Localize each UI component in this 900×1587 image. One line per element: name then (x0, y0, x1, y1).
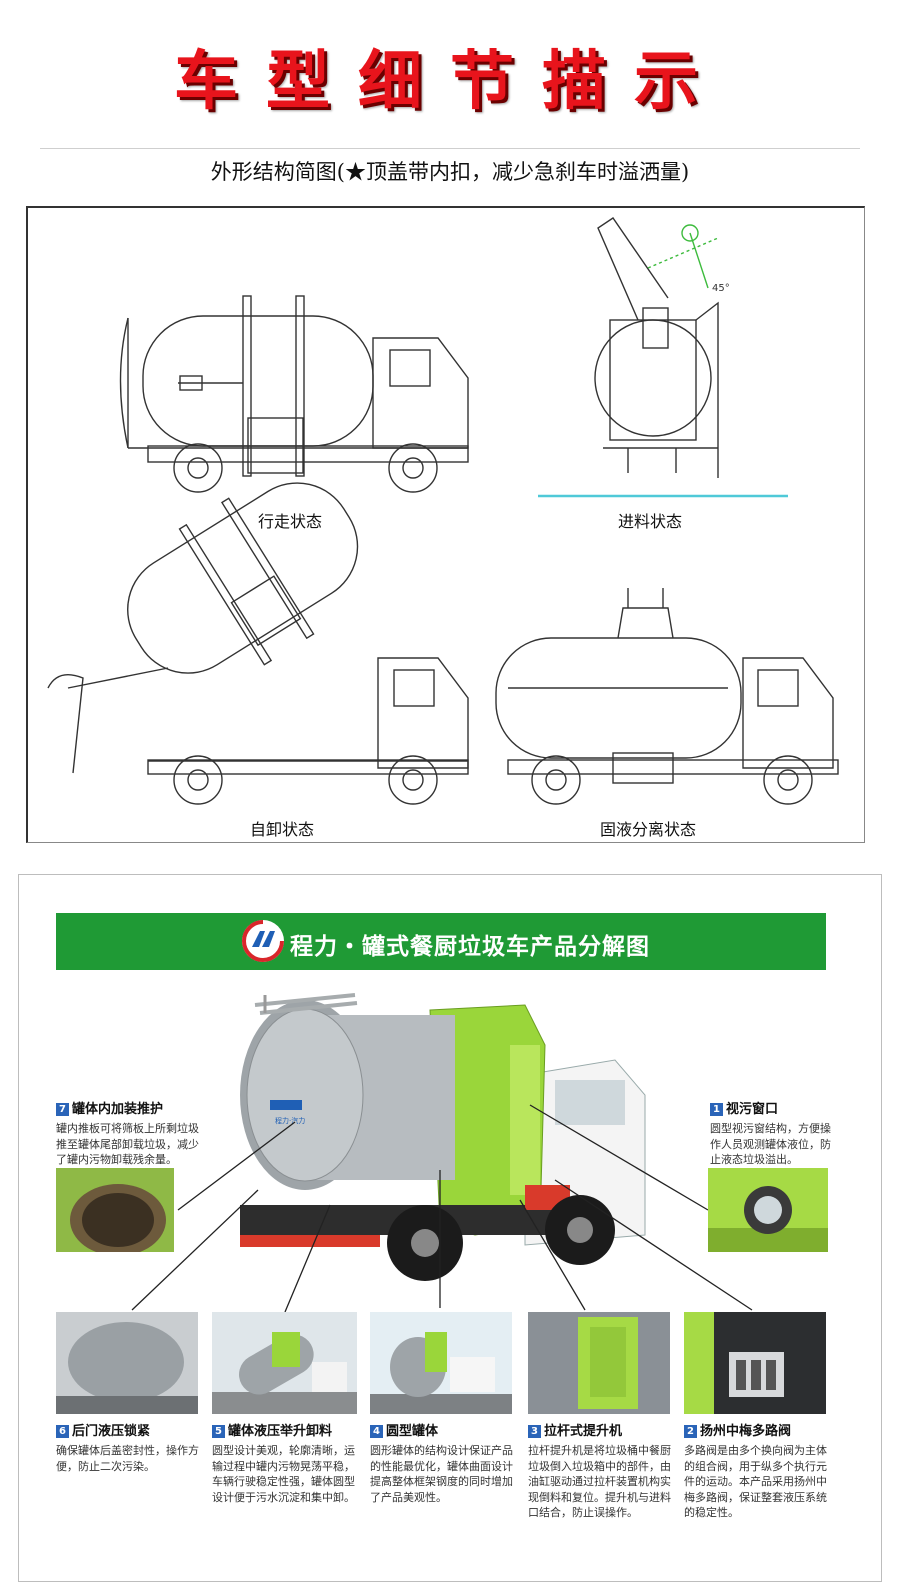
feature-6-desc: 确保罐体后盖密封性，操作方便，防止二次污染。 (56, 1444, 199, 1473)
divider (40, 148, 860, 149)
caption-feeding: 进料状态 (618, 512, 683, 531)
feeding-state-drawing (538, 217, 788, 498)
feature-7-photo (56, 1168, 174, 1252)
garbage-truck-illustration: 程力·汽力 (240, 993, 646, 1281)
banner-title: 程力・罐式餐厨垃圾车产品分解图 (290, 934, 650, 960)
feature-1-photo (708, 1168, 828, 1252)
caption-separation: 固液分离状态 (600, 820, 697, 839)
feature-7-badge: 7 (56, 1103, 69, 1116)
product-banner (56, 913, 826, 970)
chengli-logo-icon (242, 920, 284, 962)
page-title: 车型细节描示 (174, 45, 726, 119)
travel-state-drawing (119, 295, 469, 493)
caption-dump: 自卸状态 (250, 820, 315, 839)
separation-state-drawing (495, 588, 839, 805)
feature-2-badge: 2 (684, 1425, 697, 1438)
feature-2-photo (684, 1312, 826, 1414)
feature-4-desc: 圆形罐体的结构设计保证产品的性能最优化，罐体曲面设计提高整体框架钢度的同时增加了… (370, 1444, 513, 1504)
feature-3-badge: 3 (528, 1425, 541, 1438)
feature-3-desc: 拉杆提升机是将垃圾桶中餐厨垃圾倒入垃圾箱中的部件，由油缸驱动通过拉杆装置机构实现… (528, 1444, 671, 1519)
structure-diagram: 行走状态 进料状态 自卸状态 固液分离状态 45° (26, 206, 865, 843)
feature-4-photo (370, 1312, 512, 1414)
feature-1-desc: 圆型视污窗结构，方便操作人员观测罐体液位，防止液态垃圾溢出。 (710, 1122, 831, 1166)
diagram-subtitle: 外形结构简图(★顶盖带内扣，减少急刹车时溢洒量) (210, 160, 690, 184)
feature-6-photo (56, 1312, 198, 1414)
tank-marking: 程力·汽力 (275, 1116, 305, 1125)
feature-2-desc: 多路阀是由多个换向阀为主体的组合阀，用于纵多个执行元件的运动。本产品采用扬州中梅… (684, 1444, 827, 1519)
feature-4-badge: 4 (370, 1425, 383, 1438)
truck-line-drawings (47, 217, 839, 805)
feature-5-photo (212, 1312, 357, 1414)
angle-label: 45° (712, 283, 730, 294)
feature-3-photo (528, 1312, 670, 1414)
feature-7-desc: 罐内推板可将筛板上所剩垃圾推至罐体尾部卸载垃圾，减少了罐内污物卸载残余量。 (56, 1122, 199, 1166)
dump-state-drawing (47, 482, 469, 805)
caption-travel: 行走状态 (258, 512, 323, 531)
feature-6-badge: 6 (56, 1425, 69, 1438)
feature-5-badge: 5 (212, 1425, 225, 1438)
feature-1-badge: 1 (710, 1103, 723, 1116)
feature-5-desc: 圆型设计美观，轮廓清晰，运输过程中罐内污物晃荡平稳，车辆行驶稳定性强，罐体圆型设… (212, 1444, 355, 1504)
